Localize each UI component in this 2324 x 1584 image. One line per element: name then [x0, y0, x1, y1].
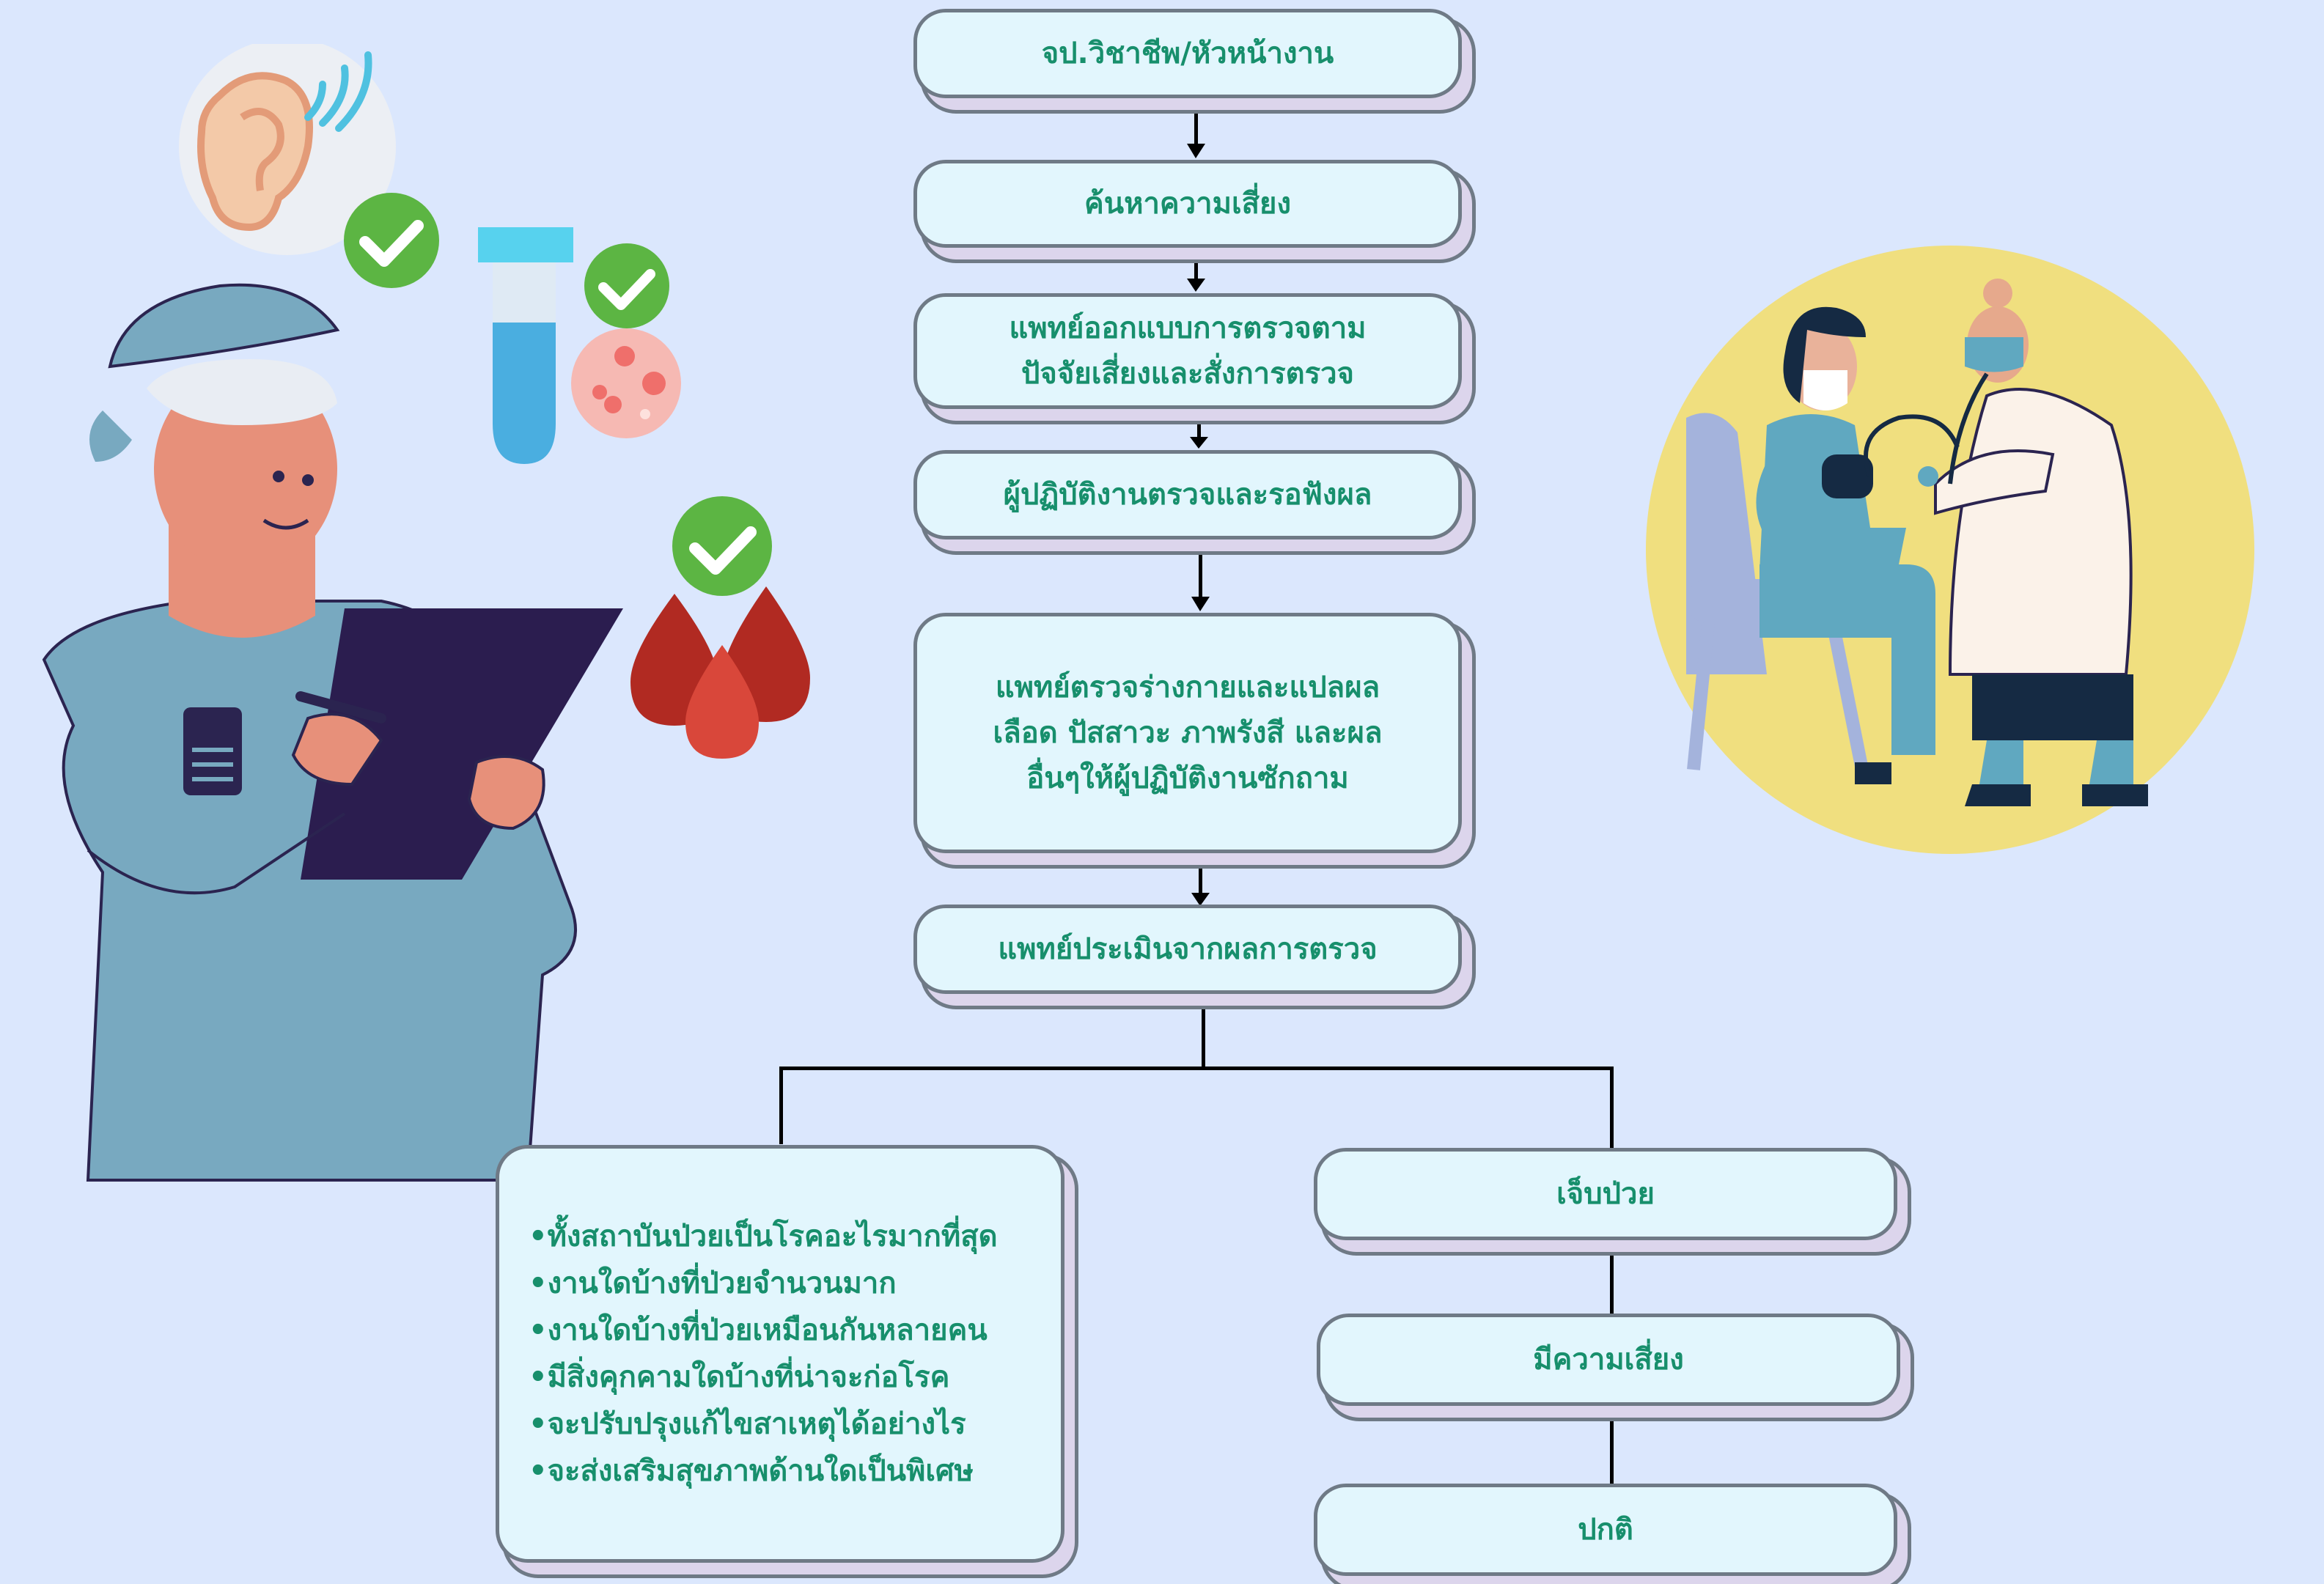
- connector-1-2: [1194, 97, 1198, 148]
- result-sick: เจ็บป่วย: [1314, 1148, 1897, 1240]
- doctor-patient-illustration: [1646, 246, 2254, 854]
- analysis-questions-box: •ทั้งสถาบันป่วยเป็นโรคอะไรมากที่สุด •งาน…: [496, 1145, 1064, 1563]
- result-at-risk-label: มีความเสี่ยง: [1533, 1343, 1684, 1377]
- connector-right-1-2: [1610, 1239, 1614, 1316]
- branch-right-drop: [1610, 1067, 1614, 1149]
- list-item: •จะส่งเสริมสุขภาพด้านใดเป็นพิเศษ: [529, 1454, 974, 1488]
- arrowhead-5: [1191, 893, 1210, 906]
- flow-step-worker-tested: ผู้ปฏิบัติงานตรวจและรอฟังผล: [913, 450, 1462, 539]
- arrowhead-3: [1190, 437, 1208, 449]
- blood-drops-icon: [630, 586, 810, 759]
- arrowhead-2: [1187, 279, 1205, 292]
- flow-step-physical-exam-label: แพทย์ตรวจร่างกายและแปลผล เลือด ปัสสาวะ ภ…: [993, 671, 1383, 795]
- flow-step-design-exam: แพทย์ออกแบบการตรวจตาม ปัจจัยเสี่ยงและสั่…: [913, 293, 1462, 409]
- list-item: •จะปรับปรุงแก้ไขสาเหตุได้อย่างไร: [529, 1407, 966, 1441]
- petri-dish-icon: [571, 328, 681, 438]
- connector-6-branch: [1202, 993, 1205, 1070]
- list-item: •งานใดบ้างที่ป่วยเหมือนกันหลายคน: [529, 1314, 988, 1347]
- test-tube-icon: [478, 227, 573, 464]
- check-icon: [672, 496, 772, 596]
- result-normal-label: ปกติ: [1578, 1513, 1633, 1547]
- branch-horizontal: [779, 1067, 1614, 1070]
- flow-step-design-exam-label: แพทย์ออกแบบการตรวจตาม ปัจจัยเสี่ยงและสั่…: [1009, 312, 1367, 391]
- connector-5-6: [1199, 852, 1202, 900]
- analysis-questions-list: •ทั้งสถาบันป่วยเป็นโรคอะไรมากที่สุด •งาน…: [529, 1213, 998, 1495]
- worker-figure: [42, 283, 623, 1182]
- branch-left-drop: [779, 1067, 783, 1144]
- connector-3-4: [1197, 408, 1201, 443]
- list-item: •ทั้งสถาบันป่วยเป็นโรคอะไรมากที่สุด: [529, 1220, 998, 1253]
- arrowhead-4: [1191, 597, 1210, 611]
- flow-step-find-risk-label: ค้นหาความเสี่ยง: [1084, 187, 1292, 221]
- flow-step-evaluate: แพทย์ประเมินจากผลการตรวจ: [913, 905, 1462, 994]
- list-item: •มีสิ่งคุกคามใดบ้างที่น่าจะก่อโรค: [529, 1360, 950, 1394]
- result-sick-label: เจ็บป่วย: [1556, 1177, 1655, 1211]
- connector-right-2-3: [1610, 1404, 1614, 1486]
- flow-step-worker-tested-label: ผู้ปฏิบัติงานตรวจและรอฟังผล: [1003, 478, 1372, 512]
- check-icon: [344, 193, 439, 288]
- flow-step-evaluate-label: แพทย์ประเมินจากผลการตรวจ: [998, 932, 1378, 966]
- arrowhead-1: [1187, 144, 1205, 158]
- check-icon: [584, 243, 669, 328]
- connector-2-3: [1194, 246, 1198, 286]
- ear-icon: [179, 44, 396, 255]
- result-at-risk: มีความเสี่ยง: [1317, 1314, 1900, 1406]
- flow-step-safety-officer-label: จป.วิชาชีพ/หัวหน้างาน: [1041, 37, 1334, 70]
- flow-step-find-risk: ค้นหาความเสี่ยง: [913, 160, 1462, 248]
- list-item: •งานใดบ้างที่ป่วยจำนวนมาก: [529, 1267, 897, 1300]
- result-normal: ปกติ: [1314, 1484, 1897, 1576]
- connector-4-5: [1199, 544, 1202, 604]
- worker-illustration: [42, 44, 810, 1182]
- flow-step-physical-exam: แพทย์ตรวจร่างกายและแปลผล เลือด ปัสสาวะ ภ…: [913, 613, 1462, 853]
- flow-step-safety-officer: จป.วิชาชีพ/หัวหน้างาน: [913, 9, 1462, 98]
